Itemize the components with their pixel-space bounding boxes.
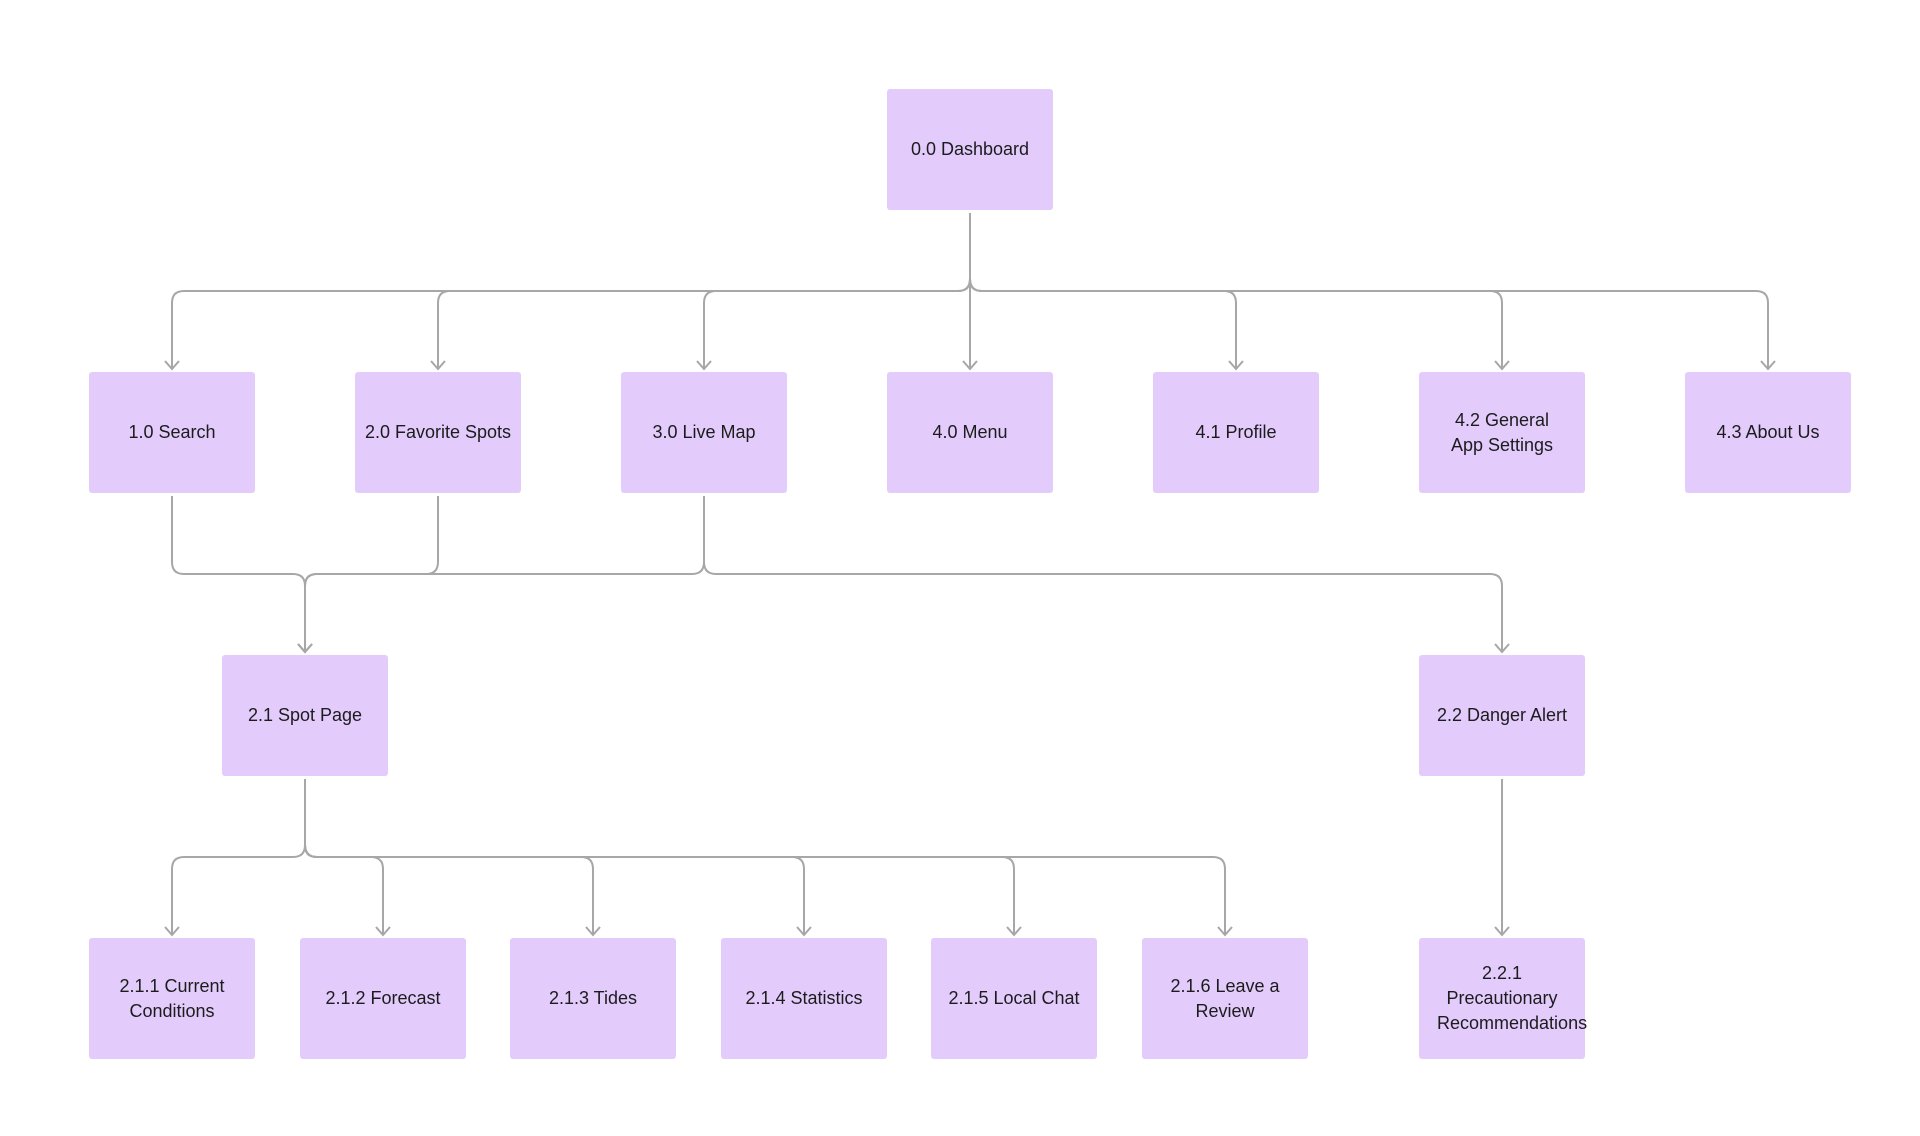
node-live-map-label: 3.0 Live Map: [652, 422, 756, 443]
node-dashboard-label: 0.0 Dashboard: [910, 139, 1030, 160]
arrowhead-danger-alert: [1494, 643, 1510, 654]
node-precautionary-recommendations: 2.2.1 Precautionary Recommendations: [1419, 938, 1588, 1059]
node-favorite-spots: 2.0 Favorite Spots: [355, 372, 521, 493]
connector-spot-page-to-current-conditions: [171, 779, 306, 935]
node-statistics: 2.1.4 Statistics: [721, 938, 887, 1059]
node-danger-alert: 2.2 Danger Alert: [1419, 655, 1585, 776]
node-favorite-spots-label: 2.0 Favorite Spots: [364, 422, 512, 443]
arrowhead-favorite-spots: [430, 360, 446, 371]
node-leave-a-review-label: 2.1.6 Leave a Review: [1170, 975, 1280, 1021]
node-statistics-label: 2.1.4 Statistics: [745, 988, 863, 1009]
node-about-us: 4.3 About Us: [1685, 372, 1851, 493]
node-menu: 4.0 Menu: [887, 372, 1053, 493]
arrowhead-spot-page: [297, 643, 313, 654]
connector-live-map-to-danger-alert: [703, 496, 1503, 652]
node-menu-label: 4.0 Menu: [932, 422, 1008, 443]
node-forecast-label: 2.1.2 Forecast: [325, 988, 441, 1009]
arrowhead-forecast: [375, 926, 391, 937]
node-tides-label: 2.1.3 Tides: [548, 988, 638, 1009]
node-search: 1.0 Search: [89, 372, 255, 493]
node-dashboard: 0.0 Dashboard: [887, 89, 1053, 210]
node-spot-page: 2.1 Spot Page: [222, 655, 388, 776]
arrowhead-profile: [1228, 360, 1244, 371]
arrowhead-leave-a-review: [1217, 926, 1233, 937]
node-general-app-settings-label: 4.2 General App Settings: [1450, 409, 1554, 455]
node-tides: 2.1.3 Tides: [510, 938, 676, 1059]
node-current-conditions: 2.1.1 Current Conditions: [89, 938, 255, 1059]
node-profile: 4.1 Profile: [1153, 372, 1319, 493]
arrowhead-menu: [962, 360, 978, 371]
connector-dashboard-to-about-us: [969, 213, 1769, 369]
node-about-us-label: 4.3 About Us: [1716, 422, 1820, 443]
arrowhead-search: [164, 360, 180, 371]
node-current-conditions-label: 2.1.1 Current Conditions: [119, 975, 225, 1021]
connector-search-to-spot-page: [171, 496, 306, 652]
arrowhead-about-us: [1760, 360, 1776, 371]
connector-dashboard-to-live-map: [703, 213, 971, 369]
node-danger-alert-label: 2.2 Danger Alert: [1436, 705, 1568, 726]
node-spot-page-label: 2.1 Spot Page: [247, 705, 363, 726]
arrowhead-statistics: [796, 926, 812, 937]
arrowhead-local-chat: [1006, 926, 1022, 937]
arrowhead-tides: [585, 926, 601, 937]
node-search-label: 1.0 Search: [128, 422, 216, 443]
arrowhead-general-app-settings: [1494, 360, 1510, 371]
node-live-map: 3.0 Live Map: [621, 372, 787, 493]
node-local-chat: 2.1.5 Local Chat: [931, 938, 1097, 1059]
arrowhead-current-conditions: [164, 926, 180, 937]
arrowhead-precautionary-recommendations: [1494, 926, 1510, 937]
node-precautionary-recommendations-label: 2.2.1 Precautionary Recommendations: [1437, 963, 1588, 1033]
arrowhead-live-map: [696, 360, 712, 371]
node-profile-label: 4.1 Profile: [1195, 422, 1277, 443]
node-general-app-settings: 4.2 General App Settings: [1419, 372, 1585, 493]
connector-live-map-to-spot-page: [304, 496, 705, 652]
node-local-chat-label: 2.1.5 Local Chat: [948, 988, 1080, 1009]
node-leave-a-review: 2.1.6 Leave a Review: [1142, 938, 1308, 1059]
connector-spot-page-to-leave-a-review: [304, 779, 1226, 935]
node-forecast: 2.1.2 Forecast: [300, 938, 466, 1059]
